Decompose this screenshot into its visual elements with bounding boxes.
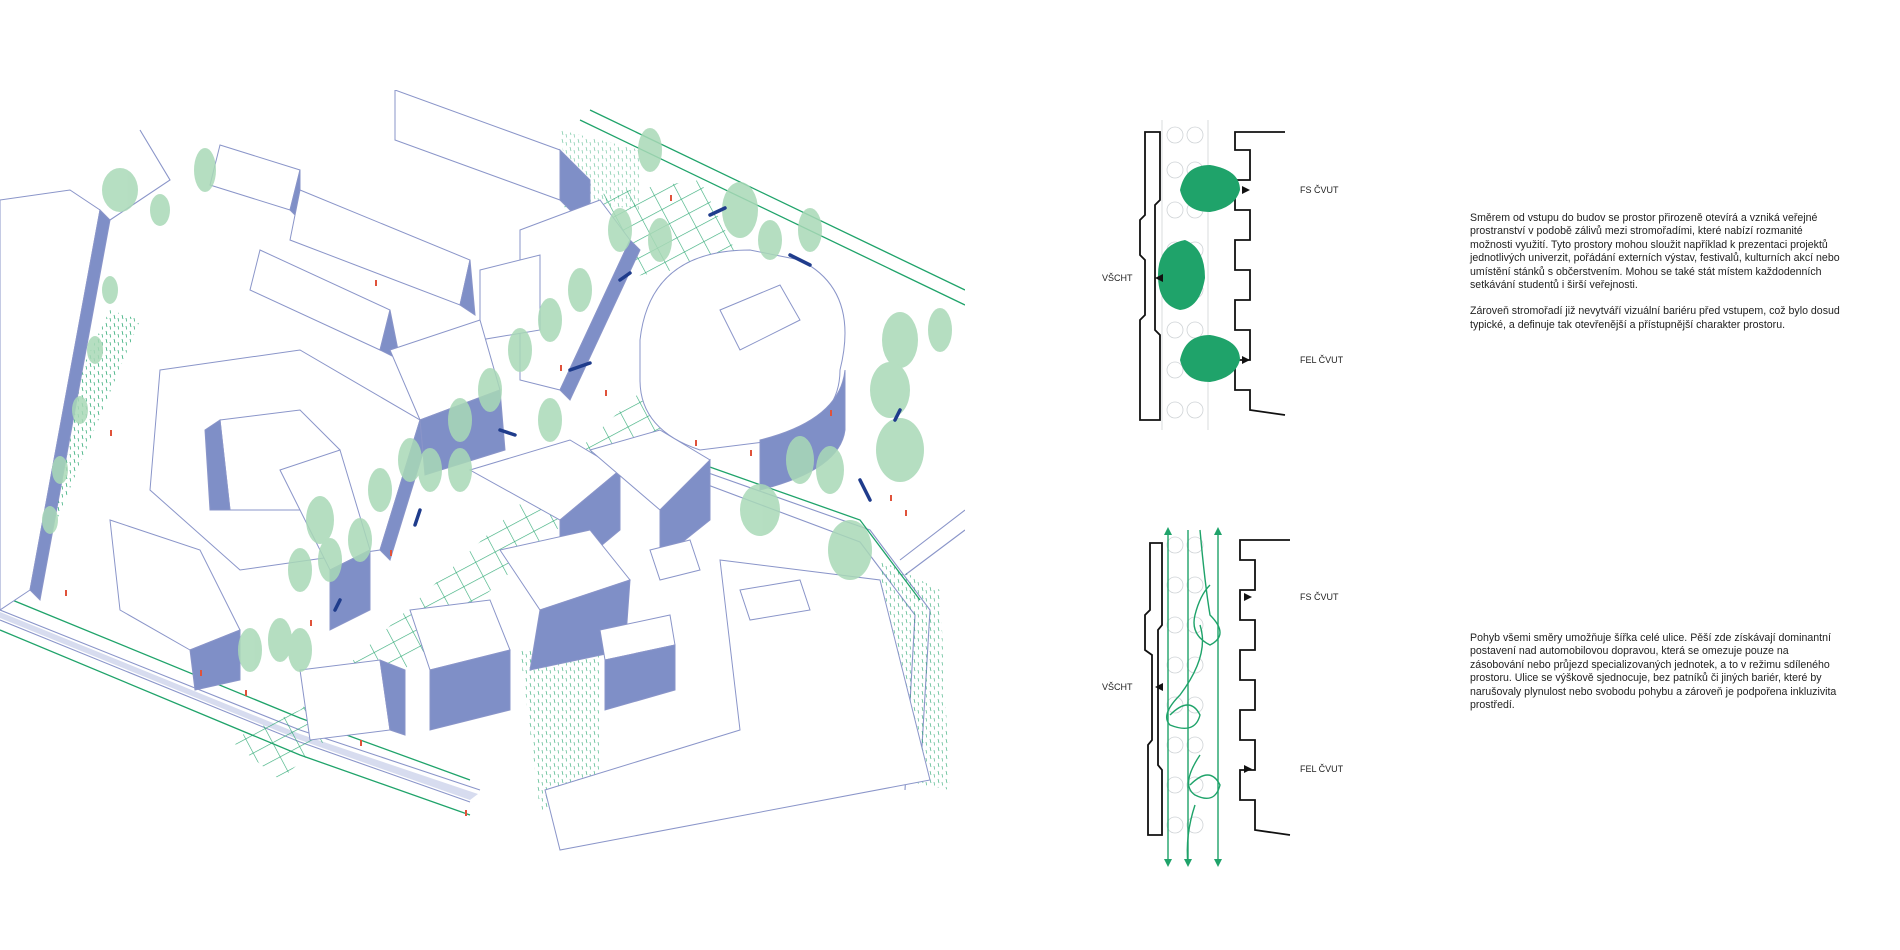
street-benches [333,206,902,612]
diagram-street-bays: FS ČVUT VŠCHT FEL ČVUT [1102,120,1344,430]
facade-right [1239,539,1291,836]
description-movement-paragraph-1: Pohyb všemi směry umožňuje šířka celé ul… [1470,632,1837,712]
entrance-arrows [1155,593,1252,773]
label-fel-cvut: FEL ČVUT [1300,355,1344,365]
buildings-central-lower [299,429,711,741]
facade-left [1139,131,1161,421]
people-figures [65,195,907,816]
description-bays-paragraph-2: Zároveň stromořadí již nevytváří vizuáln… [1470,305,1840,331]
facade-left [1144,542,1163,836]
label-fs-cvut: FS ČVUT [1300,592,1339,602]
movement-arrowheads [1164,527,1222,867]
label-fs-cvut: FS ČVUT [1300,185,1339,195]
entrance-arrows [1155,186,1250,364]
description-bays: Směrem od vstupu do budov se prostor při… [1470,212,1845,345]
building-large-flat [544,559,931,851]
description-movement: Pohyb všemi směry umožňuje šířka celé ul… [1470,632,1845,725]
label-fel-cvut: FEL ČVUT [1300,764,1344,774]
building-courtyard [149,349,431,571]
diagram-street-movement: FS ČVUT VŠCHT FEL ČVUT [1102,527,1344,867]
label-vscht: VŠCHT [1102,682,1133,692]
road-fill [0,612,478,800]
campus-axonometric-drawing [0,90,965,851]
label-vscht: VŠCHT [1102,273,1133,283]
description-bays-paragraph-1: Směrem od vstupu do budov se prostor při… [1470,212,1840,292]
facade-right [1234,131,1286,416]
tree-canopies [42,128,952,672]
green-bays [1158,165,1240,382]
